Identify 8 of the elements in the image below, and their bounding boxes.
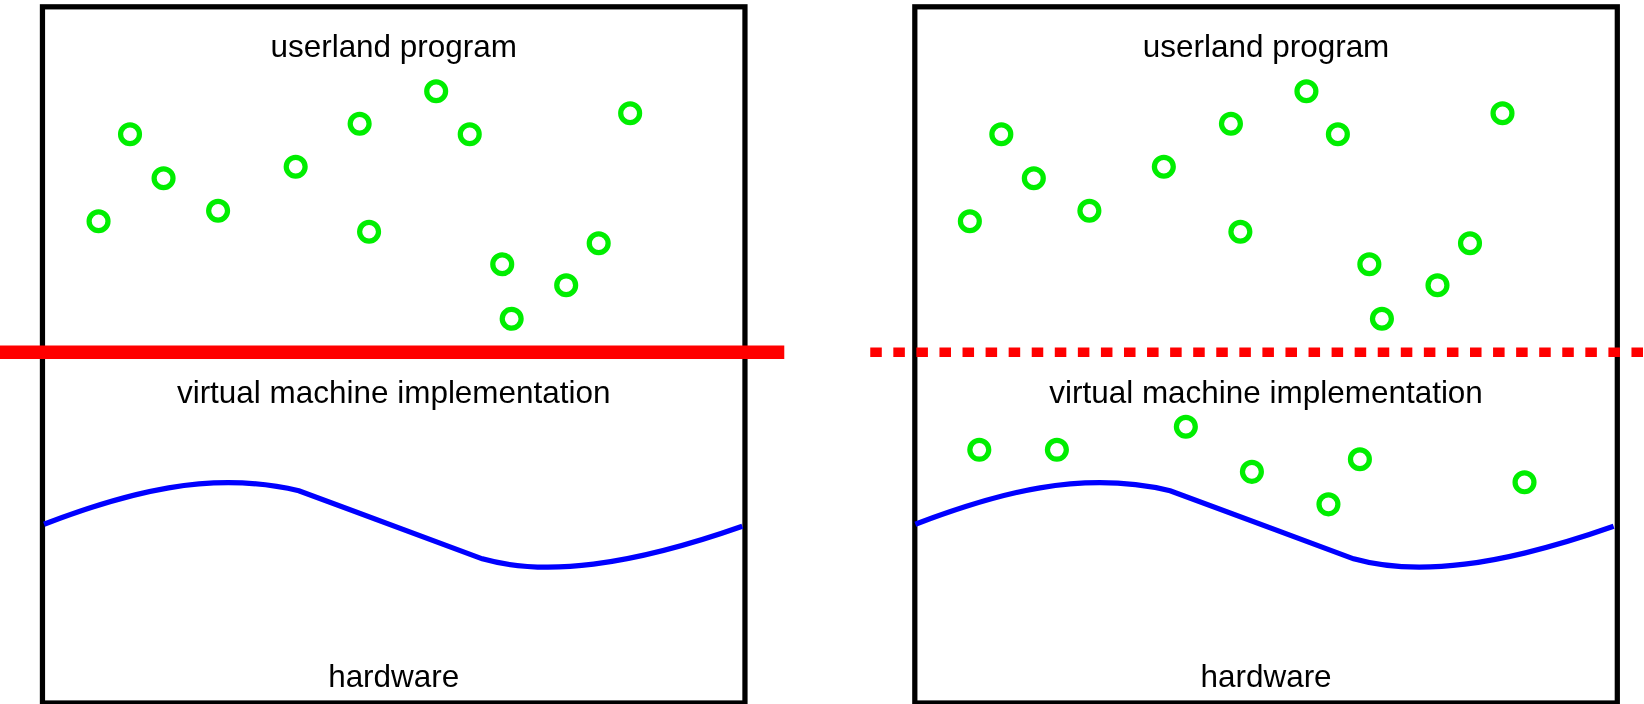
layer-label: hardware — [328, 658, 460, 695]
layer-label: userland program — [270, 28, 517, 64]
layer-label: virtual machine implementation — [1049, 374, 1483, 410]
frame-box — [39, 4, 748, 704]
layer-label: hardware — [1200, 658, 1332, 695]
layer-label: userland program — [1142, 28, 1390, 64]
layer-label: virtual machine implementation — [176, 374, 611, 410]
frame-box — [912, 4, 1620, 704]
